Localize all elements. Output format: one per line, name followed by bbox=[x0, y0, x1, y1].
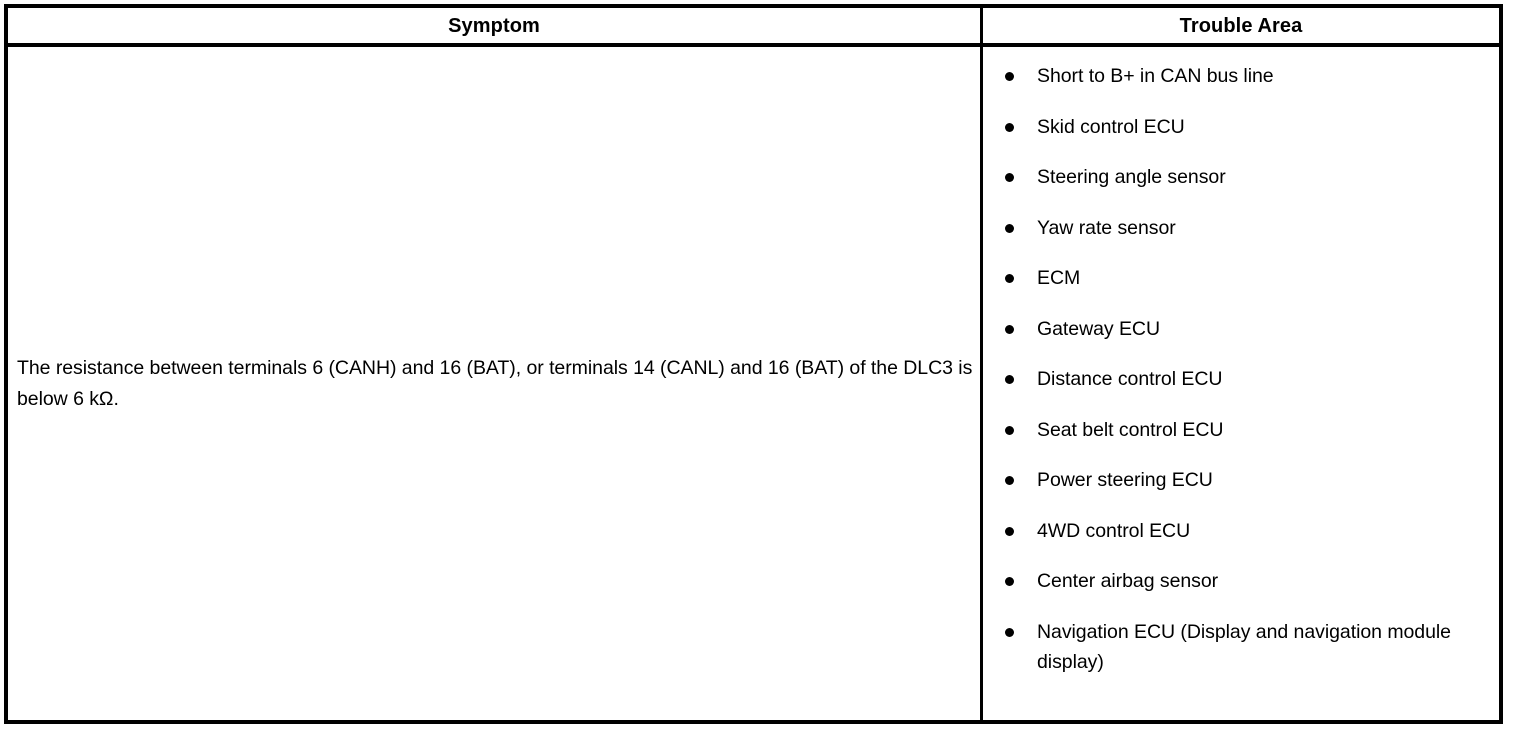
trouble-area-item: Short to B+ in CAN bus line bbox=[997, 61, 1489, 91]
cell-symptom: The resistance between terminals 6 (CANH… bbox=[8, 47, 983, 720]
trouble-area-item: Skid control ECU bbox=[997, 112, 1489, 142]
trouble-area-item: Steering angle sensor bbox=[997, 162, 1489, 192]
trouble-area-item-label: Power steering ECU bbox=[1037, 469, 1213, 491]
trouble-area-item: Navigation ECU (Display and navigation m… bbox=[997, 617, 1489, 677]
trouble-area-item: Seat belt control ECU bbox=[997, 415, 1489, 445]
symptom-trouble-area-table: Symptom Trouble Area The resistance betw… bbox=[4, 4, 1503, 724]
bullet-icon bbox=[1005, 375, 1014, 384]
bullet-icon bbox=[1005, 324, 1014, 334]
trouble-area-item-label: Distance control ECU bbox=[1037, 368, 1223, 390]
table-body-row: The resistance between terminals 6 (CANH… bbox=[8, 47, 1499, 720]
bullet-icon bbox=[1005, 72, 1014, 81]
trouble-area-item-label: Yaw rate sensor bbox=[1037, 216, 1176, 239]
trouble-area-item-label: Short to B+ in CAN bus line bbox=[1037, 65, 1274, 87]
trouble-area-item-label: Gateway ECU bbox=[1037, 317, 1160, 340]
bullet-icon bbox=[1005, 223, 1014, 233]
column-header-trouble-area: Trouble Area bbox=[1179, 14, 1303, 37]
bullet-icon bbox=[1005, 173, 1014, 182]
trouble-area-item-label: Navigation ECU (Display and navigation m… bbox=[1037, 620, 1451, 673]
bullet-icon bbox=[1005, 425, 1014, 435]
trouble-area-item-label: 4WD control ECU bbox=[1037, 519, 1191, 542]
trouble-area-item-label: Steering angle sensor bbox=[1037, 166, 1226, 188]
bullet-icon bbox=[1005, 577, 1014, 586]
trouble-area-item-label: Seat belt control ECU bbox=[1037, 418, 1224, 441]
symptom-description: The resistance between terminals 6 (CANH… bbox=[17, 356, 973, 410]
trouble-area-item: ECM bbox=[997, 263, 1489, 293]
trouble-area-item-label: ECM bbox=[1037, 267, 1081, 289]
trouble-area-item: Distance control ECU bbox=[997, 364, 1489, 394]
bullet-icon bbox=[1005, 627, 1014, 637]
trouble-area-item-label: Skid control ECU bbox=[1037, 115, 1185, 138]
trouble-area-item: Yaw rate sensor bbox=[997, 213, 1489, 243]
trouble-area-item-label: Center airbag sensor bbox=[1037, 570, 1219, 592]
trouble-area-item: Gateway ECU bbox=[997, 314, 1489, 344]
bullet-icon bbox=[1005, 122, 1014, 132]
bullet-icon bbox=[1005, 274, 1014, 283]
trouble-area-item: Power steering ECU bbox=[997, 465, 1489, 495]
bullet-icon bbox=[1005, 526, 1014, 536]
bullet-icon bbox=[1005, 476, 1014, 485]
trouble-area-item: 4WD control ECU bbox=[997, 516, 1489, 546]
table-header-row: Symptom Trouble Area bbox=[8, 8, 1499, 47]
trouble-area-item: Center airbag sensor bbox=[997, 566, 1489, 596]
column-header-symptom: Symptom bbox=[8, 8, 983, 43]
